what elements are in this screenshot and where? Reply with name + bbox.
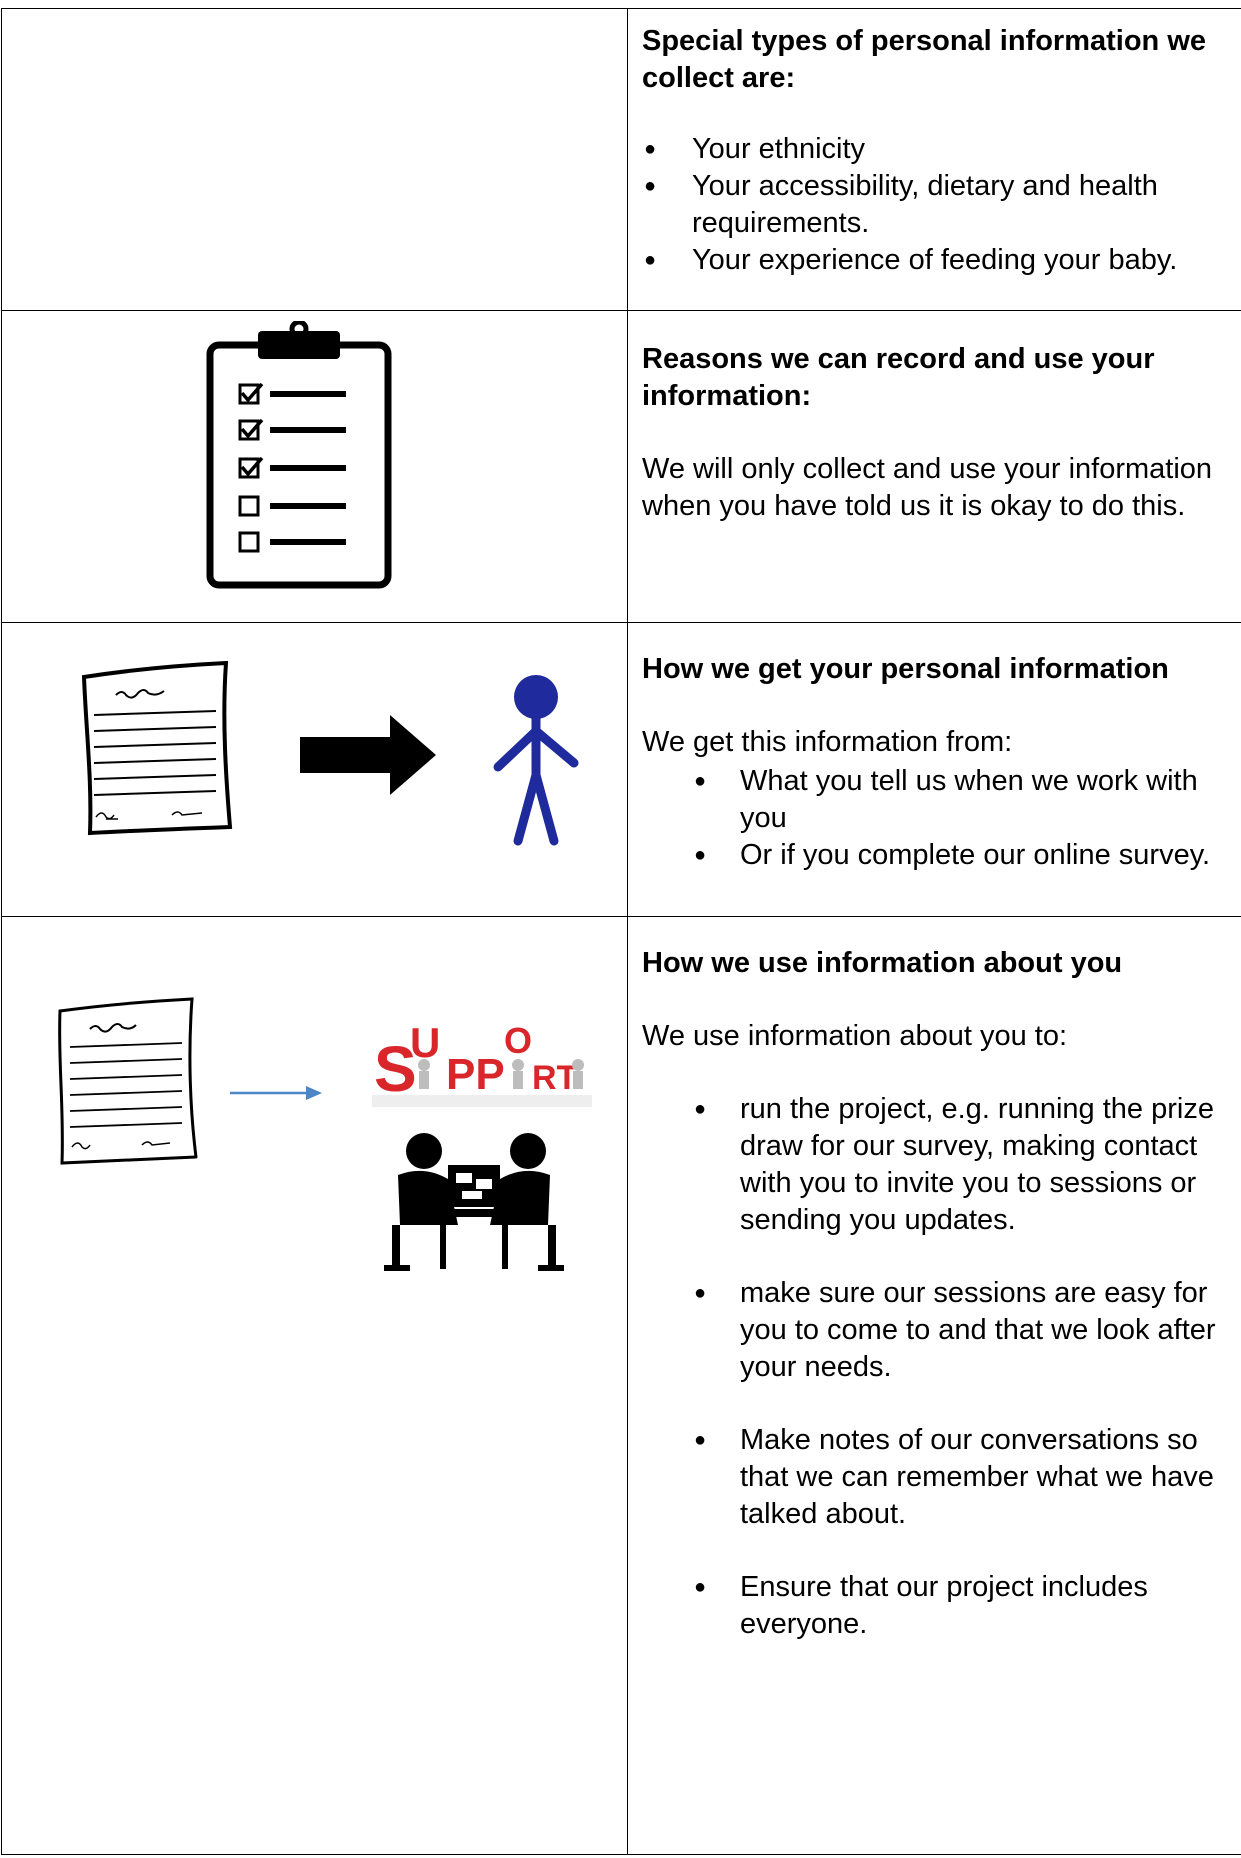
meeting-icon [384, 1133, 564, 1271]
table-row: S U PP O RT [1, 916, 1241, 1855]
list-item: Your ethnicity [644, 131, 1241, 168]
bullet-list: Your ethnicity Your accessibility, dieta… [642, 131, 1241, 279]
section-paragraph: We will only collect and use your inform… [642, 453, 1213, 522]
image-cell [1, 310, 628, 623]
svg-text:PP: PP [446, 1050, 505, 1099]
svg-text:O: O [504, 1020, 532, 1061]
blue-arrow-icon [230, 1086, 322, 1100]
right-arrow-icon [300, 715, 436, 795]
table-row: How we get your personal information We … [1, 622, 1241, 917]
section-heading: How we get your personal information [642, 653, 1169, 685]
section-heading: How we use information about you [642, 947, 1123, 979]
image-cell-empty [1, 8, 628, 311]
section-heading: Special types of personal information we… [642, 25, 1207, 94]
document-icon [58, 997, 198, 1165]
section-intro: We use information about you to: [642, 1020, 1068, 1052]
section-intro: We get this information from: [642, 726, 1013, 758]
list-item: What you tell us when we work with you [694, 763, 1241, 837]
svg-text:U: U [410, 1019, 440, 1066]
table-row: Special types of personal information we… [1, 8, 1241, 311]
list-item: run the project, e.g. running the prize … [694, 1091, 1241, 1239]
list-item: Or if you complete our online survey. [694, 837, 1241, 874]
image-cell [1, 622, 628, 917]
svg-text:S: S [374, 1033, 417, 1105]
support-logo-icon: S U PP O RT [372, 1019, 592, 1107]
text-cell: Special types of personal information we… [627, 8, 1241, 311]
document-icon [81, 660, 233, 836]
svg-text:RT: RT [532, 1059, 578, 1097]
list-item: Ensure that our project includes everyon… [694, 1569, 1241, 1643]
list-item: Make notes of our conversations so that … [694, 1422, 1241, 1533]
clipboard-checklist-icon [206, 321, 392, 589]
bullet-list: run the project, e.g. running the prize … [642, 1091, 1241, 1643]
info-table: Special types of personal information we… [1, 8, 1241, 1855]
bullet-list: What you tell us when we work with you O… [642, 763, 1241, 874]
image-cell: S U PP O RT [1, 916, 628, 1855]
table-row: Reasons we can record and use your infor… [1, 310, 1241, 623]
text-cell: Reasons we can record and use your infor… [627, 310, 1241, 623]
list-item: Your experience of feeding your baby. [644, 242, 1241, 279]
list-item: make sure our sessions are easy for you … [694, 1275, 1241, 1386]
text-cell: How we use information about you We use … [627, 916, 1241, 1855]
person-icon [493, 675, 579, 846]
section-heading: Reasons we can record and use your infor… [642, 343, 1155, 412]
text-cell: How we get your personal information We … [627, 622, 1241, 917]
list-item: Your accessibility, dietary and health r… [644, 168, 1241, 242]
